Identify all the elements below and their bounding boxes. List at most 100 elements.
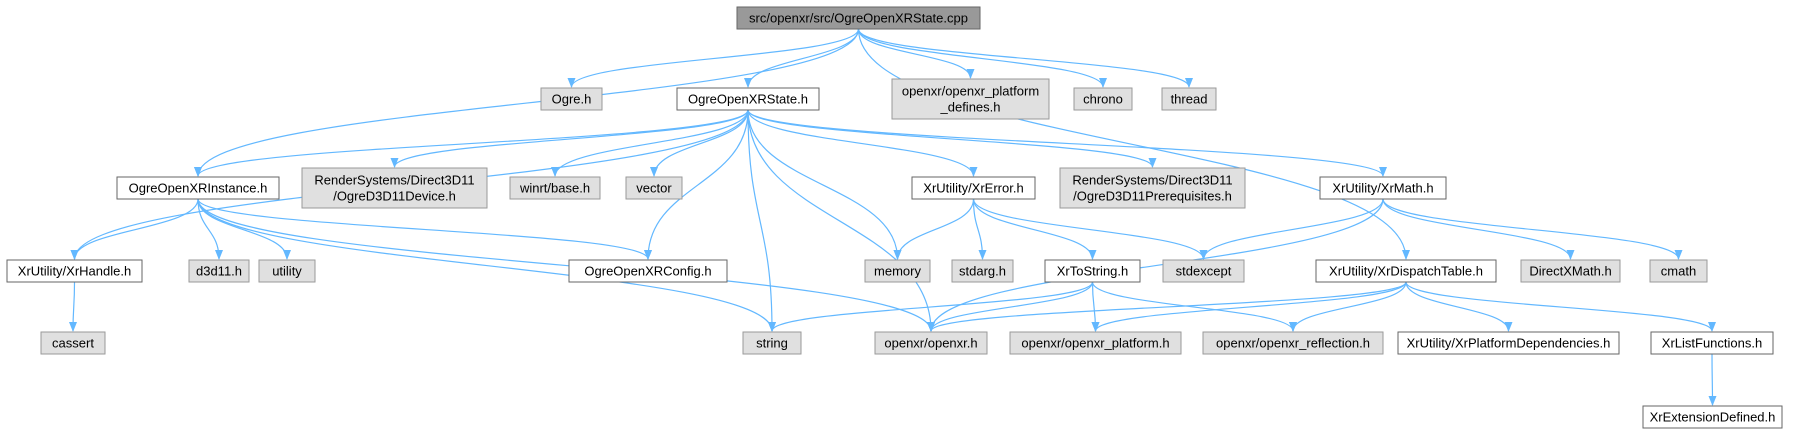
node-box <box>116 176 280 200</box>
edge-state_h-to-string <box>747 109 776 332</box>
node-label: OgreOpenXRConfig.h <box>584 264 711 279</box>
node-box <box>676 87 820 111</box>
node-label: vector <box>636 181 672 196</box>
node-box <box>1059 167 1246 209</box>
node-thread: thread <box>1161 87 1217 111</box>
edge-xrtostring-to-string <box>768 281 1094 332</box>
edge-instance_h-to-openxr_h <box>197 198 935 332</box>
edge-state_h-to-xrerror <box>747 109 978 177</box>
node-box <box>540 87 603 111</box>
edge-instance_h-to-xrhandle <box>70 198 199 260</box>
node-layer: src/openxr/src/OgreOpenXRState.cppOgre.h… <box>6 6 1783 429</box>
node-xrtostring[interactable]: XrToString.h <box>1044 259 1141 283</box>
node-label: XrListFunctions.h <box>1662 336 1762 351</box>
node-box <box>1161 87 1217 111</box>
edge-xrerror-to-memory <box>893 198 975 260</box>
node-xrhandle[interactable]: XrUtility/XrHandle.h <box>6 259 143 283</box>
node-box <box>568 259 728 283</box>
node-box <box>1073 87 1133 111</box>
node-xrmath[interactable]: XrUtility/XrMath.h <box>1319 176 1447 200</box>
edge-xrerror-to-xrtostring <box>972 198 1097 260</box>
node-extdefined[interactable]: XrExtensionDefined.h <box>1642 405 1783 429</box>
node-platform_deps[interactable]: XrUtility/XrPlatformDependencies.h <box>1397 331 1620 355</box>
node-box <box>742 331 802 355</box>
edge-dispatch-to-platform_deps <box>1405 281 1513 332</box>
node-vector: vector <box>625 176 683 200</box>
node-xrerror[interactable]: XrUtility/XrError.h <box>911 176 1036 200</box>
node-openxr_reflection: openxr/openxr_reflection.h <box>1202 331 1384 355</box>
edge-instance_h-to-config_h <box>197 198 652 260</box>
node-box <box>301 167 488 209</box>
node-label: XrUtility/XrPlatformDependencies.h <box>1407 336 1611 351</box>
edge-state_h-to-xrmath <box>747 109 1387 177</box>
node-label: OgreOpenXRState.h <box>688 92 808 107</box>
node-openxr_platform: openxr/openxr_platform.h <box>1009 331 1182 355</box>
node-label: OgreOpenXRInstance.h <box>129 181 268 196</box>
edge-xrmath-to-openxr_h <box>927 198 1384 332</box>
node-label: Ogre.h <box>552 92 592 107</box>
node-label: openxr/openxr.h <box>884 336 977 351</box>
edge-listfunctions-to-extdefined <box>1708 353 1717 406</box>
edge-state_h-to-openxr_h <box>747 109 935 332</box>
node-label: /OgreD3D11Prerequisites.h <box>1073 189 1232 204</box>
node-label: XrToString.h <box>1057 264 1129 279</box>
node-label: cassert <box>52 336 94 351</box>
edge-root-to-instance_h <box>194 28 860 177</box>
edge-xrtostring-to-openxr_h <box>927 281 1094 332</box>
node-d3d11prereq: RenderSystems/Direct3D11/OgreD3D11Prereq… <box>1059 167 1246 209</box>
node-string: string <box>742 331 802 355</box>
node-box <box>188 259 250 283</box>
node-box <box>1162 259 1245 283</box>
edge-xrtostring-to-openxr_reflection <box>1091 281 1297 332</box>
node-label: stdarg.h <box>959 264 1006 279</box>
edge-xrtostring-to-openxr_platform <box>1091 281 1100 332</box>
node-cassert: cassert <box>40 331 106 355</box>
edge-state_h-to-instance_h <box>194 109 749 177</box>
node-box <box>1642 405 1783 429</box>
edge-root-to-ogre_h <box>567 28 860 88</box>
node-label: XrUtility/XrDispatchTable.h <box>1329 264 1483 279</box>
node-instance_h[interactable]: OgreOpenXRInstance.h <box>116 176 280 200</box>
node-box <box>258 259 316 283</box>
node-box <box>911 176 1036 200</box>
node-directxmath: DirectXMath.h <box>1520 259 1621 283</box>
edge-xrmath-to-cmath <box>1382 198 1683 260</box>
node-label: cmath <box>1661 264 1696 279</box>
node-box <box>1009 331 1182 355</box>
edge-dispatch-to-openxr_platform <box>1091 281 1407 332</box>
node-utility: utility <box>258 259 316 283</box>
node-state_h[interactable]: OgreOpenXRState.h <box>676 87 820 111</box>
edge-root-to-thread <box>857 28 1193 88</box>
edge-state_h-to-config_h <box>644 109 749 260</box>
node-memory: memory <box>864 259 931 283</box>
edge-instance_h-to-utility <box>197 198 291 260</box>
node-box <box>1315 259 1497 283</box>
node-root[interactable]: src/openxr/src/OgreOpenXRState.cpp <box>736 6 981 30</box>
node-label: XrUtility/XrMath.h <box>1332 181 1433 196</box>
node-box <box>891 78 1050 120</box>
node-box <box>625 176 683 200</box>
node-listfunctions[interactable]: XrListFunctions.h <box>1650 331 1774 355</box>
node-label: openxr/openxr_platform <box>902 84 1039 99</box>
node-label: winrt/base.h <box>519 181 590 196</box>
node-box <box>874 331 988 355</box>
node-label: openxr/openxr_reflection.h <box>1216 336 1370 351</box>
node-ogre_h: Ogre.h <box>540 87 603 111</box>
node-label: d3d11.h <box>196 264 242 279</box>
node-label: /OgreD3D11Device.h <box>333 189 456 204</box>
node-config_h[interactable]: OgreOpenXRConfig.h <box>568 259 728 283</box>
node-label: stdexcept <box>1176 264 1232 279</box>
edge-xrerror-to-stdarg <box>972 198 987 260</box>
node-dispatch[interactable]: XrUtility/XrDispatchTable.h <box>1315 259 1497 283</box>
node-label: utility <box>272 264 302 279</box>
node-box <box>1044 259 1141 283</box>
edge-xrhandle-to-cassert <box>69 281 78 332</box>
node-label: openxr/openxr_platform.h <box>1021 336 1169 351</box>
node-platform_defines: openxr/openxr_platform_defines.h <box>891 78 1050 120</box>
edge-root-to-state_h <box>744 28 860 88</box>
edge-instance_h-to-d3d11_h <box>197 198 223 260</box>
node-box <box>40 331 106 355</box>
edge-dispatch-to-listfunctions <box>1405 281 1716 332</box>
node-label: RenderSystems/Direct3D11 <box>314 173 474 188</box>
